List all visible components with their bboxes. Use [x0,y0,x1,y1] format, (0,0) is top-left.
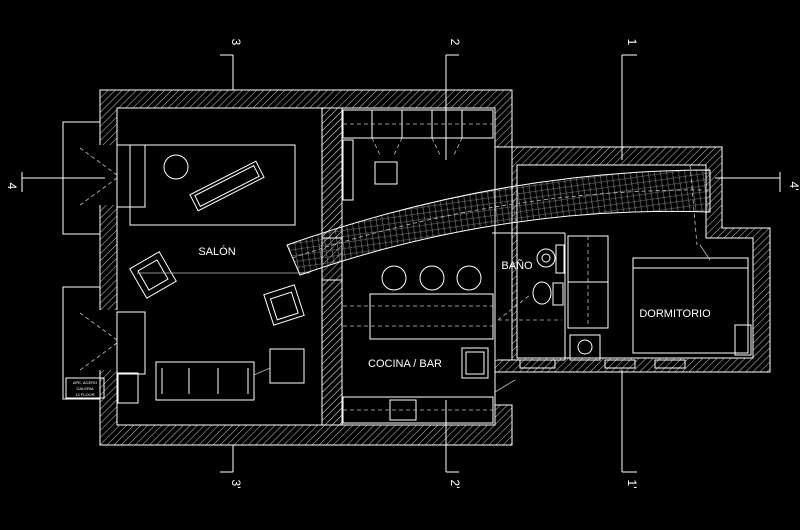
room-label-cocina-bar: COCINA / BAR [368,358,442,370]
nightstand [734,324,752,356]
bar-stool [456,265,482,291]
section-label-1-prime: 1' [625,480,639,489]
bar-counter [369,293,494,340]
plaque-line-2: GALERIA [76,386,94,391]
side-table [163,154,189,180]
curved-truss [286,169,711,276]
bathroom-fixtures [497,244,601,361]
fridge [461,347,489,379]
bar-stool [419,265,445,291]
chaise-longue [189,160,265,212]
toilet [532,281,552,305]
kitchen-furniture [342,109,516,424]
shower-tray [569,334,601,361]
bed [632,257,749,354]
armchair-right [263,284,305,326]
bedroom-furniture [519,164,752,369]
armchair-left [129,251,177,299]
room-label-bano: BAÑO [501,259,533,272]
room-label-salon: SALÓN [198,245,235,258]
sink [536,248,556,268]
plaque-line-3: 12 FLOOR [75,392,94,397]
section-label-4-prime: 4' [787,182,800,191]
plaque-line-1: APE. ACERO [73,380,97,385]
walls [99,89,771,446]
plaque: APE. ACERO GALERIA 12 FLOOR [65,377,105,399]
kitchen-stool-square [374,161,398,185]
bar-stool [381,265,407,291]
coffee-table [269,348,305,384]
section-label-1: 1 [625,39,639,46]
rug [129,144,296,226]
section-label-4: 4 [5,183,19,190]
section-label-3: 3 [229,39,243,46]
storage-box [117,372,139,404]
section-label-2-prime: 2' [448,480,462,489]
sofa [155,361,255,401]
section-label-3-prime: 3' [229,480,243,489]
salon-furniture [117,144,310,404]
section-label-2: 2 [448,39,462,46]
section-lines [21,54,781,473]
room-label-dormitorio: DORMITORIO [639,308,711,320]
